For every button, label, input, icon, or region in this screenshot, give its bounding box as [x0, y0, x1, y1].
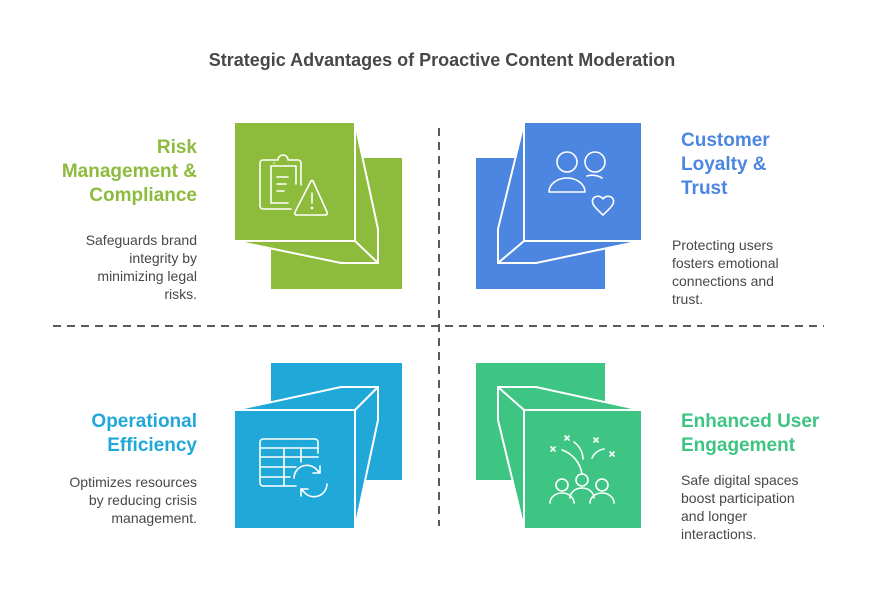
risk-heading-line: Compliance — [89, 185, 197, 206]
efficiency-corner-edge — [354, 386, 379, 411]
efficiency-description-line: Optimizes resources — [69, 474, 197, 490]
risk-cube — [234, 122, 402, 289]
efficiency-description: Optimizes resources by reducing crisis m… — [69, 473, 197, 527]
loyalty-heading: Customer Loyalty & Trust — [681, 129, 770, 201]
loyalty-description: Protecting users fosters emotional conne… — [672, 236, 779, 308]
loyalty-heading-line: Trust — [681, 178, 728, 199]
efficiency-heading: Operational Efficiency — [91, 410, 197, 458]
engagement-heading-line: Enhanced User — [681, 411, 820, 432]
engagement-description: Safe digital spaces boost participation … — [681, 471, 799, 543]
loyalty-description-line: connections and — [672, 273, 774, 289]
clipboard-warning-icon — [259, 154, 329, 216]
loyalty-heading-line: Loyalty & — [681, 154, 767, 175]
risk-description: Safeguards brand integrity by minimizing… — [86, 231, 197, 303]
engagement-description-line: and longer — [681, 508, 748, 524]
engagement-heading-line: Engagement — [681, 435, 796, 456]
loyalty-cube — [476, 122, 642, 289]
engagement-heading: Enhanced User Engagement — [681, 410, 819, 458]
risk-heading-line: Risk — [156, 137, 197, 158]
risk-description-line: Safeguards brand — [85, 232, 197, 248]
risk-corner-edge — [354, 240, 379, 264]
loyalty-heading-line: Customer — [681, 130, 770, 151]
loyalty-corner-edge — [497, 240, 525, 264]
efficiency-heading-line: Operational — [91, 411, 197, 432]
engagement-corner-edge — [497, 386, 525, 411]
engagement-cube — [476, 363, 642, 529]
risk-description-line: minimizing legal — [97, 268, 197, 284]
risk-heading: Risk Management & Compliance — [62, 136, 197, 208]
loyalty-description-line: Protecting users — [672, 237, 774, 253]
loyalty-cube-body — [498, 123, 641, 263]
efficiency-description-line: management. — [111, 510, 197, 526]
risk-description-line: integrity by — [129, 250, 197, 266]
engagement-description-line: Safe digital spaces — [681, 472, 799, 488]
users-heart-icon — [548, 151, 615, 216]
risk-heading-line: Management & — [61, 161, 197, 182]
group-celebration-icon — [549, 435, 615, 504]
efficiency-description-line: by reducing crisis — [88, 492, 197, 508]
risk-cube-body — [235, 123, 378, 263]
loyalty-description-line: fosters emotional — [672, 255, 779, 271]
efficiency-heading-line: Efficiency — [107, 435, 197, 456]
table-refresh-icon — [259, 438, 328, 498]
engagement-description-line: boost participation — [681, 490, 795, 506]
diagram-title: Strategic Advantages of Proactive Conten… — [208, 50, 676, 70]
loyalty-description-line: trust. — [672, 291, 704, 307]
risk-description-line: risks. — [164, 286, 197, 302]
efficiency-cube — [234, 363, 402, 529]
engagement-description-line: interactions. — [681, 526, 757, 542]
